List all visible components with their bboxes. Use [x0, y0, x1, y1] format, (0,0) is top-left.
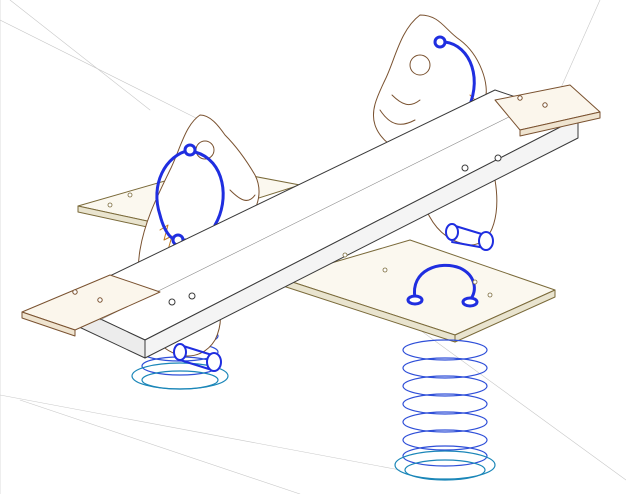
seat-right-front — [279, 239, 556, 343]
base-plate-left — [131, 362, 229, 390]
end-pad-right — [494, 84, 601, 137]
end-pad-left — [21, 274, 161, 337]
seat-handle — [406, 263, 479, 308]
footrest-right — [445, 223, 494, 251]
handle-left — [155, 143, 225, 247]
footrest-left — [173, 343, 222, 372]
seat-bolts — [107, 192, 493, 298]
base-plate-right — [394, 450, 496, 481]
spring-right — [402, 339, 488, 467]
